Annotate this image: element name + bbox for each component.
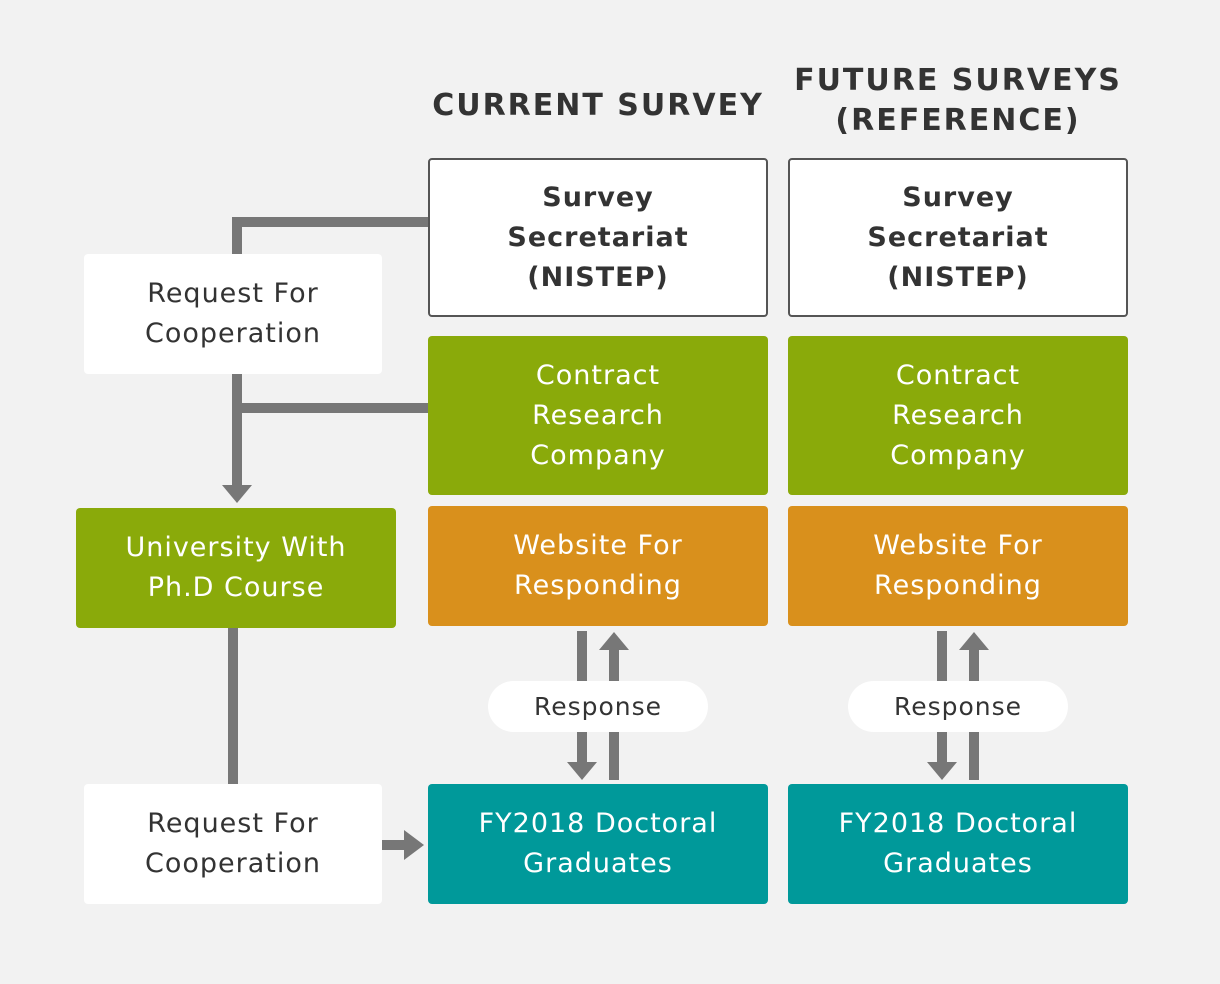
- current-survey-secretariat: Survey Secretariat (NISTEP): [428, 158, 768, 317]
- future-doctoral-graduates: FY2018 Doctoral Graduates: [788, 784, 1128, 904]
- arrowhead-current-down: [567, 762, 597, 780]
- request-for-cooperation-bottom: Request For Cooperation: [84, 784, 382, 904]
- header-future-surveys: FUTURE SURVEYS (REFERENCE): [794, 63, 1122, 138]
- future-contract-research-company: Contract Research Company: [788, 336, 1128, 495]
- current-response-label: Response: [488, 681, 708, 732]
- current-doctoral-graduates: FY2018 Doctoral Graduates: [428, 784, 768, 904]
- current-contract-research-company: Contract Research Company: [428, 336, 768, 495]
- future-website-for-responding: Website For Responding: [788, 506, 1128, 626]
- request-for-cooperation-top: Request For Cooperation: [84, 254, 382, 374]
- university-with-phd-course: University With Ph.D Course: [76, 508, 396, 628]
- arrowhead-future-down: [927, 762, 957, 780]
- arrowhead-current-up: [599, 632, 629, 650]
- current-website-for-responding: Website For Responding: [428, 506, 768, 626]
- future-survey-secretariat: Survey Secretariat (NISTEP): [788, 158, 1128, 317]
- future-response-label: Response: [848, 681, 1068, 732]
- connector-secretariat-to-trunk: [232, 217, 430, 485]
- arrowhead-to-graduates: [404, 830, 424, 860]
- header-current-survey: CURRENT SURVEY: [432, 88, 764, 123]
- arrowhead-to-university: [222, 485, 252, 503]
- arrowhead-future-up: [959, 632, 989, 650]
